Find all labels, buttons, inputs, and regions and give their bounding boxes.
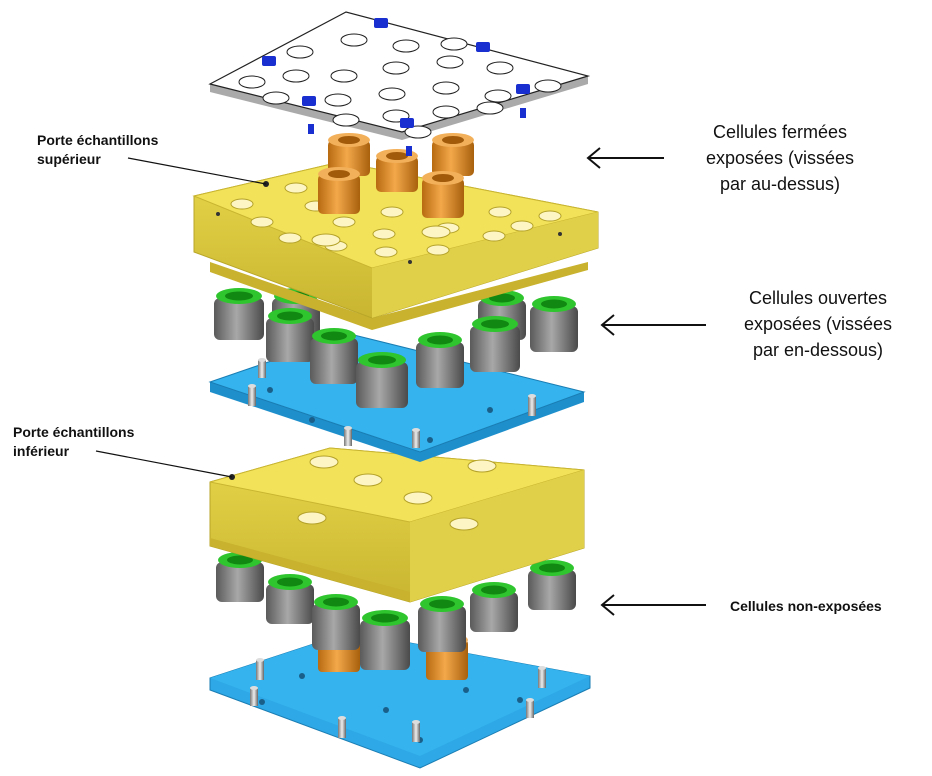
cell	[528, 560, 576, 610]
upper-sample-holder	[192, 161, 599, 330]
unexposed-cells-label: Cellules non-exposées	[730, 598, 882, 614]
annotation-unexposed-cells: Cellules non-exposées	[600, 594, 882, 616]
annotation-upper-holder: Porte échantillons supérieur	[37, 132, 267, 185]
cell	[310, 328, 358, 384]
arrow-left-icon	[586, 147, 664, 169]
lower-holder-label-line1: Porte échantillons	[13, 424, 135, 440]
cell	[312, 594, 360, 650]
cell	[470, 582, 518, 632]
cell	[432, 133, 474, 176]
cell	[416, 332, 464, 388]
annotation-open-cells: Cellules ouvertes exposées (vissées par …	[600, 288, 892, 360]
closed-cells-label-line1: Cellules fermées	[713, 122, 847, 142]
alignment-pins	[248, 358, 536, 448]
cell	[214, 288, 264, 340]
upper-holder-label-line1: Porte échantillons	[37, 132, 159, 148]
lower-sample-holder	[209, 447, 585, 603]
blue-screws	[262, 18, 530, 156]
cell	[266, 308, 314, 362]
cell	[360, 610, 410, 670]
closed-cells-group	[318, 133, 474, 218]
arrow-left-icon	[600, 594, 706, 616]
upper-holder-label-line2: supérieur	[37, 151, 101, 167]
alignment-pins	[250, 658, 546, 742]
closed-cells-label-line3: par au-dessus)	[720, 174, 840, 194]
cell	[328, 133, 370, 176]
cell	[318, 167, 360, 214]
open-cells-label-line3: par en-dessous)	[753, 340, 883, 360]
lower-holder-label-line2: inférieur	[13, 443, 70, 459]
arrow-left-icon	[600, 314, 706, 336]
open-cells-label-line1: Cellules ouvertes	[749, 288, 887, 308]
leader-line	[95, 450, 233, 478]
unexposed-cells-group	[216, 552, 576, 680]
open-cells-group	[214, 288, 578, 408]
cell	[418, 596, 466, 652]
cell	[266, 574, 314, 624]
annotation-closed-cells: Cellules fermées exposées (vissées par a…	[586, 122, 854, 194]
cell	[470, 316, 520, 372]
cell	[356, 352, 408, 408]
top-perforated-lid	[208, 11, 591, 156]
leader-line	[127, 157, 267, 185]
bottom-blue-plate	[209, 631, 591, 769]
cell	[376, 149, 418, 192]
annotation-lower-holder: Porte échantillons inférieur	[13, 424, 233, 478]
open-cells-label-line2: exposées (vissées	[744, 314, 892, 334]
cell	[422, 171, 464, 218]
closed-cells-label-line2: exposées (vissées	[706, 148, 854, 168]
cell	[530, 296, 578, 352]
cell	[216, 552, 264, 602]
